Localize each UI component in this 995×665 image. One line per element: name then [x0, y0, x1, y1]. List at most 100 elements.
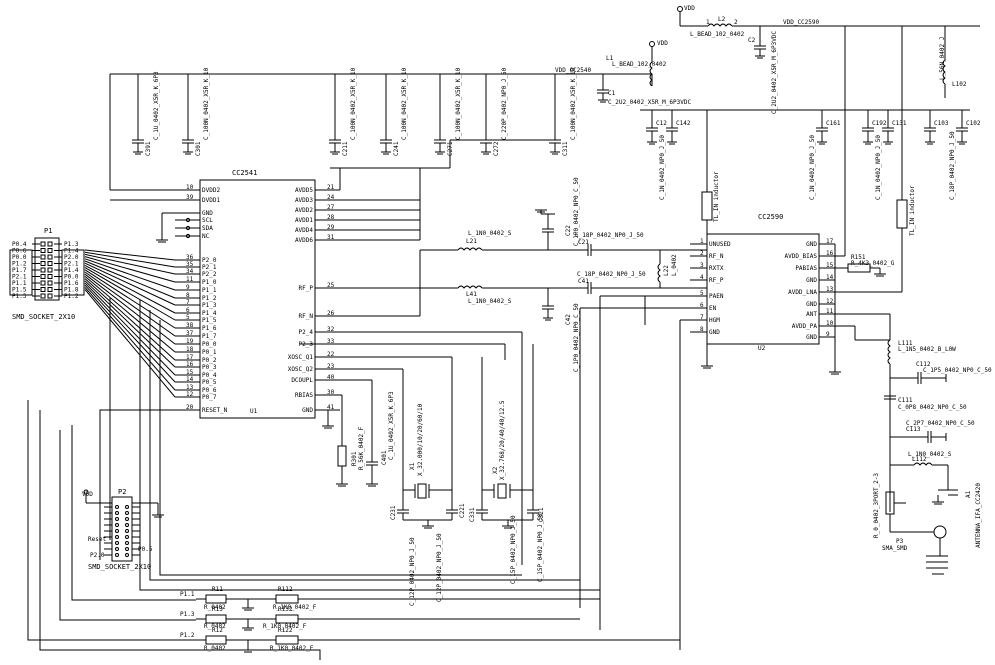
svg-text:1: 1	[706, 19, 710, 26]
p1-right-label: P2.1	[64, 261, 79, 268]
bottom-resistors: P1.1 R11 R_0402 R112 R_1K0_0402_F P1.3 R…	[180, 586, 680, 653]
c311-part: C_100N_0402_X5R_K_10	[570, 67, 577, 140]
a1-ref: A1	[965, 490, 972, 498]
p1-left-label: P1.7	[12, 267, 27, 274]
u1-pin-name: GND	[302, 407, 313, 414]
l102: L102 L_56N_0402_J	[939, 26, 967, 98]
c211-part: C_100N_0402_X5R_K_10	[350, 67, 357, 140]
c131-part: C_1N_0402_NP0_J_50	[875, 135, 882, 200]
p1-left-label: P0.6	[12, 248, 27, 255]
p2-connector: P2 SMD_SOCKET_2X10 VDD Reset P2.0 P0.5	[82, 488, 164, 571]
l22-ref: L22	[663, 265, 670, 276]
u2-pin-num: 9	[826, 331, 830, 338]
c241-ref: C241	[393, 141, 400, 156]
l102-part: L_56N_0402_J	[939, 37, 946, 80]
u2-pin-name: GND	[709, 329, 720, 336]
u1-pin-num: 26	[327, 310, 335, 317]
c131-ref: C131	[892, 120, 907, 127]
u2-pin-num: 7	[700, 314, 704, 321]
u1-pin-name: XOSC_Q1	[288, 354, 314, 361]
c401-part: C_1U_0402_X5R_K_6P3	[388, 391, 395, 460]
bottom-loop-wires	[27, 300, 600, 660]
u2-pin-num: 16	[826, 250, 834, 257]
p1-right-label: P1.8	[64, 287, 79, 294]
u2-control-lines	[315, 295, 713, 650]
r132-part: R_1K0_0402_F	[263, 623, 307, 630]
l112-ref: L112	[912, 456, 927, 463]
p2-vdd: VDD	[82, 491, 93, 498]
p2-p20: P2.0	[90, 552, 105, 559]
u2-pin-name: AVDD_LNA	[788, 289, 817, 296]
c311-ref: C311	[562, 141, 569, 156]
u1-pin-name: P1_1	[202, 287, 217, 294]
c1-ref: C1	[608, 90, 616, 97]
u1-cc2541: CC2541 U1 DVDD210DVDD139GNDSCLSDANCP2_03…	[175, 168, 421, 419]
u1-pin-name: DVDD1	[202, 197, 220, 204]
c321-part: C_15P_0402_NP0_J_50	[510, 515, 517, 584]
u1-pin-name: XOSC_Q2	[288, 366, 314, 373]
vdd-cc2590-label: VDD_CC2590	[783, 19, 820, 26]
r12-part: R_0402	[204, 645, 226, 652]
u1-pin-num: 37	[186, 330, 194, 337]
c221-ref: C221	[459, 503, 466, 518]
p2-reset: Reset	[88, 536, 106, 543]
u1-pin-num: 34	[186, 268, 194, 275]
c211-ref: C211	[342, 141, 349, 156]
u1-pin-name: AVDD1	[295, 217, 313, 224]
l22-part: L_0402	[671, 254, 678, 276]
u1-pin-name: AVDD3	[295, 197, 313, 204]
c161-part: C_1N_0402_NP0_J_50	[809, 135, 816, 200]
vdd-terminal-2	[649, 41, 655, 47]
c272-ref: C272	[493, 141, 500, 156]
u1-pin-name: P1_0	[202, 279, 217, 286]
u1-pin-num: 27	[327, 204, 335, 211]
c241-part: C_100N_0402_X5R_K_10	[401, 67, 408, 140]
u1-pin-name: RF_P	[299, 285, 314, 292]
c231-part: C_12P_0402_NP0_J_50	[436, 533, 443, 602]
c112-ref: C112	[916, 361, 931, 368]
p1-wires	[84, 249, 176, 560]
u1-pin-num: 7	[186, 299, 190, 306]
svg-text:2: 2	[734, 19, 738, 26]
c42-part: C_1P0_0402_NP0_C_50	[573, 303, 580, 372]
p1-right-label: P2.0	[64, 254, 79, 261]
u1-pin-num: 40	[327, 374, 335, 381]
u1-pin-name: P2_0	[202, 257, 217, 264]
u1-pin-name: P0_5	[202, 379, 217, 386]
c142-part: C_1N_0402_NP0_J_50	[659, 135, 666, 200]
r151-part: R_4K3_0402_G	[851, 260, 895, 267]
decoupling-caps: C391C_1U_0402_X5R_K_6P3C301C_100N_0402_X…	[132, 67, 577, 156]
u1-pin-name: SCL	[202, 217, 213, 224]
u2-pin-num: 10	[826, 320, 834, 327]
u1-pin-name: P0_3	[202, 364, 217, 371]
c331-part: C_15P_0402_NP0_J_50	[537, 513, 544, 582]
u1-pin-num: 19	[186, 338, 194, 345]
c391-ref: C391	[145, 141, 152, 156]
u1-pin-num: 35	[186, 261, 194, 268]
c161-ref: C161	[826, 120, 841, 127]
p1-left-label: P0.0	[12, 254, 27, 261]
c2-ref: C2	[748, 37, 756, 44]
r301-part: R_56K_0402_F	[358, 426, 365, 470]
u1-pin-num: 6	[186, 307, 190, 314]
r122-part: R_1K0_0402_F	[270, 645, 314, 652]
u1-pin-num: 13	[186, 384, 194, 391]
u1-pin-num: 41	[327, 404, 335, 411]
r122-ref: R122	[278, 627, 293, 634]
p2-part: SMD_SOCKET_2X10	[88, 563, 151, 571]
u1-pin-num: 5	[186, 314, 190, 321]
u1-pin-name: RF_N	[299, 313, 314, 320]
u1-bottom-network: R301 R_56K_0402_F C401 C_1U_0402_X5R_K_6…	[300, 343, 545, 606]
u1-pin-num: 23	[327, 363, 335, 370]
u1-pin-name: DCOUPL	[291, 377, 313, 384]
u2-pin-name: HGM	[709, 317, 720, 324]
u1-ref: U1	[250, 408, 258, 415]
c271-part: C_100N_0402_X5R_K_10	[455, 67, 462, 140]
p1-left-label: P2.1	[12, 274, 27, 281]
c301-part: C_100N_0402_X5R_K_10	[203, 67, 210, 140]
vdd-label-top: VDD	[684, 5, 695, 12]
c192-ref: C192	[872, 120, 887, 127]
u1-pin-num: 32	[327, 326, 335, 333]
u1-pin-num: 20	[186, 404, 194, 411]
